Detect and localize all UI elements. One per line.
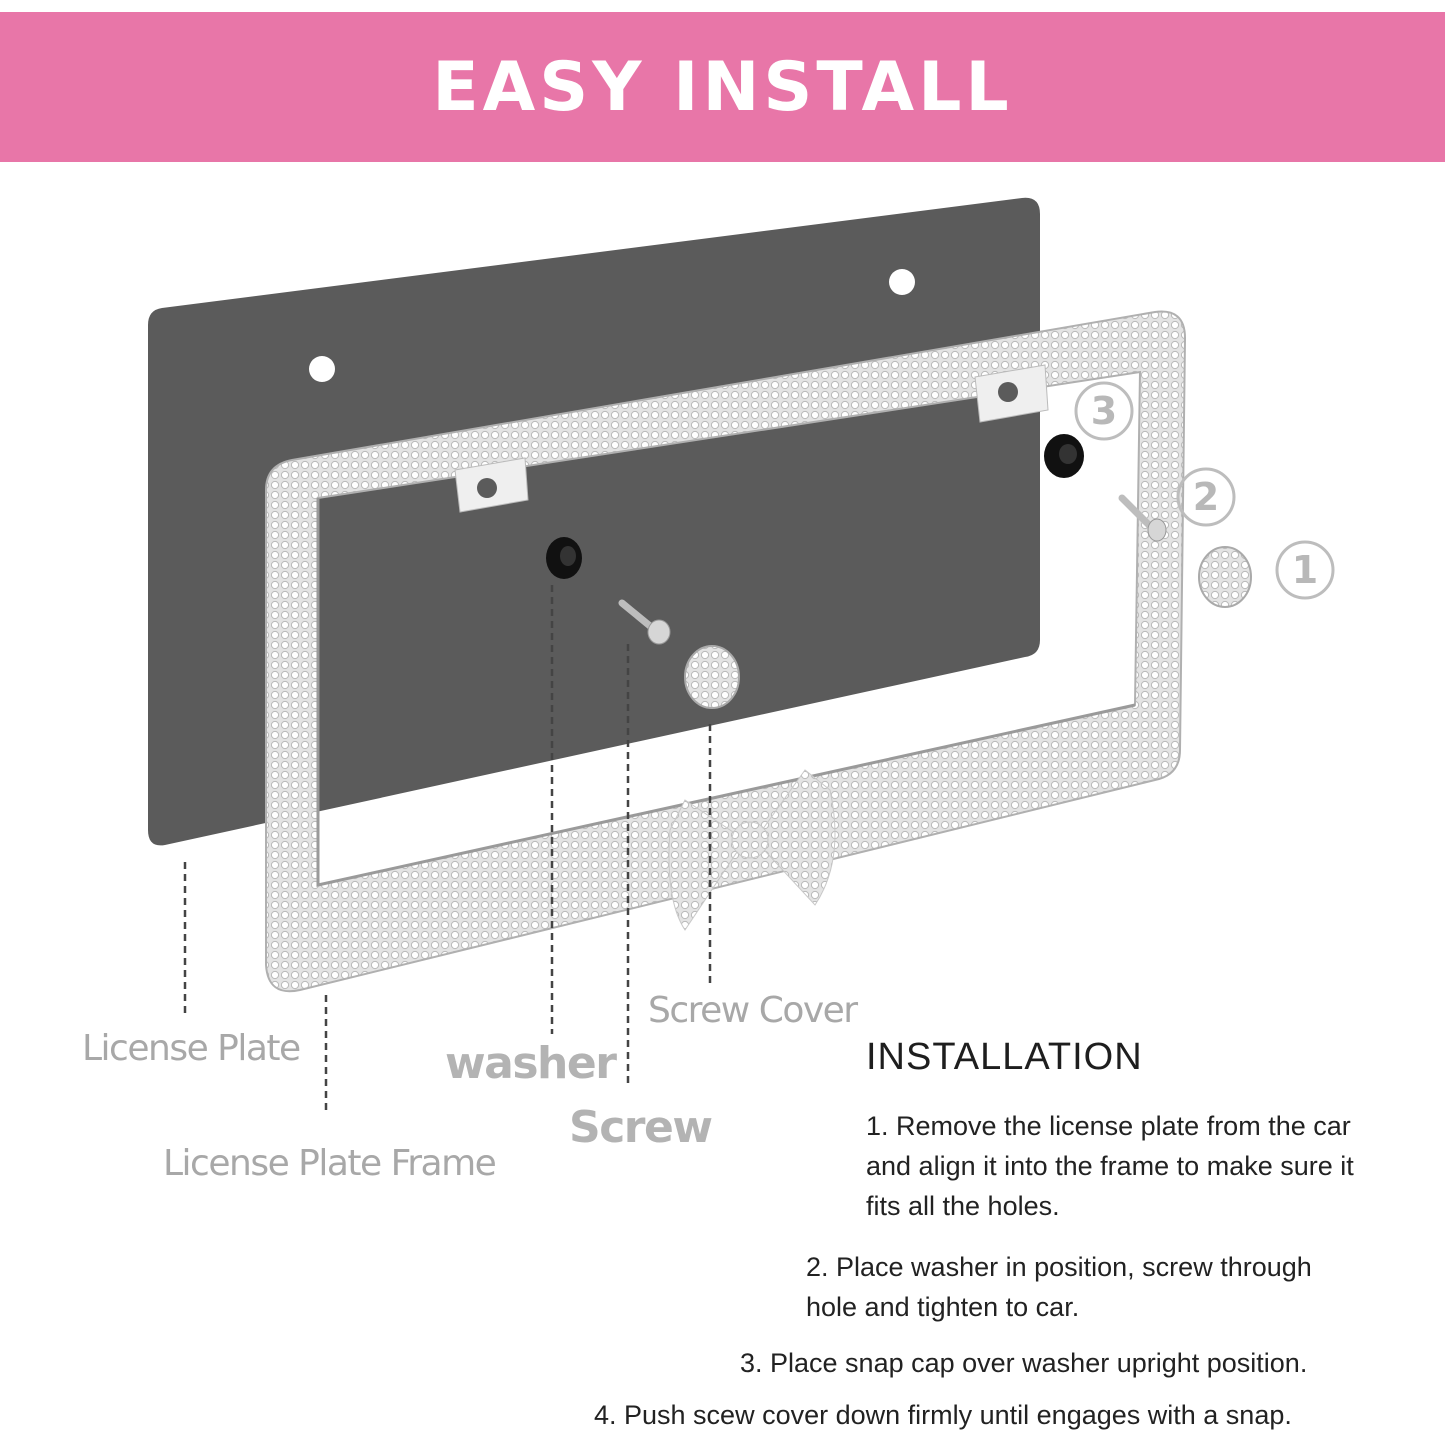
- installation-title: INSTALLATION: [866, 1036, 1143, 1078]
- label-license-plate-frame: License Plate Frame: [163, 1143, 497, 1184]
- screw-front: [618, 599, 671, 645]
- plate-hole-right: [889, 269, 915, 295]
- step-badge-1: 1: [1291, 548, 1319, 592]
- banner: EASY INSTALL: [0, 12, 1445, 162]
- installation-step-4: 4. Push scew cover down firmly until eng…: [594, 1400, 1292, 1430]
- screw-cover-side: [1198, 546, 1252, 608]
- screw-cover-front: [684, 645, 740, 709]
- screw-side: [1118, 494, 1167, 542]
- label-screw: Screw: [569, 1102, 713, 1153]
- installation-step-1: 1. Remove the license plate from the car…: [866, 1111, 1354, 1221]
- label-washer: washer: [445, 1038, 617, 1089]
- step-circle-2: [1176, 467, 1236, 527]
- banner-title: EASY INSTALL: [432, 47, 1013, 127]
- leader-lines: [183, 585, 712, 1114]
- step-badge-3: 3: [1090, 389, 1118, 433]
- plate-hole-left: [309, 356, 335, 382]
- installation-step-2: 2. Place washer in position, screw throu…: [806, 1252, 1312, 1322]
- step-circle-3: [1074, 381, 1134, 441]
- step-circle-1: [1275, 540, 1335, 600]
- label-screw-cover: Screw Cover: [648, 990, 858, 1031]
- label-license-plate: License Plate: [82, 1028, 301, 1069]
- step-badge-2: 2: [1192, 475, 1220, 519]
- license-plate: [148, 197, 1040, 846]
- installation-step-3: 3. Place snap cap over washer upright po…: [740, 1348, 1308, 1378]
- bow-decoration: [668, 769, 836, 931]
